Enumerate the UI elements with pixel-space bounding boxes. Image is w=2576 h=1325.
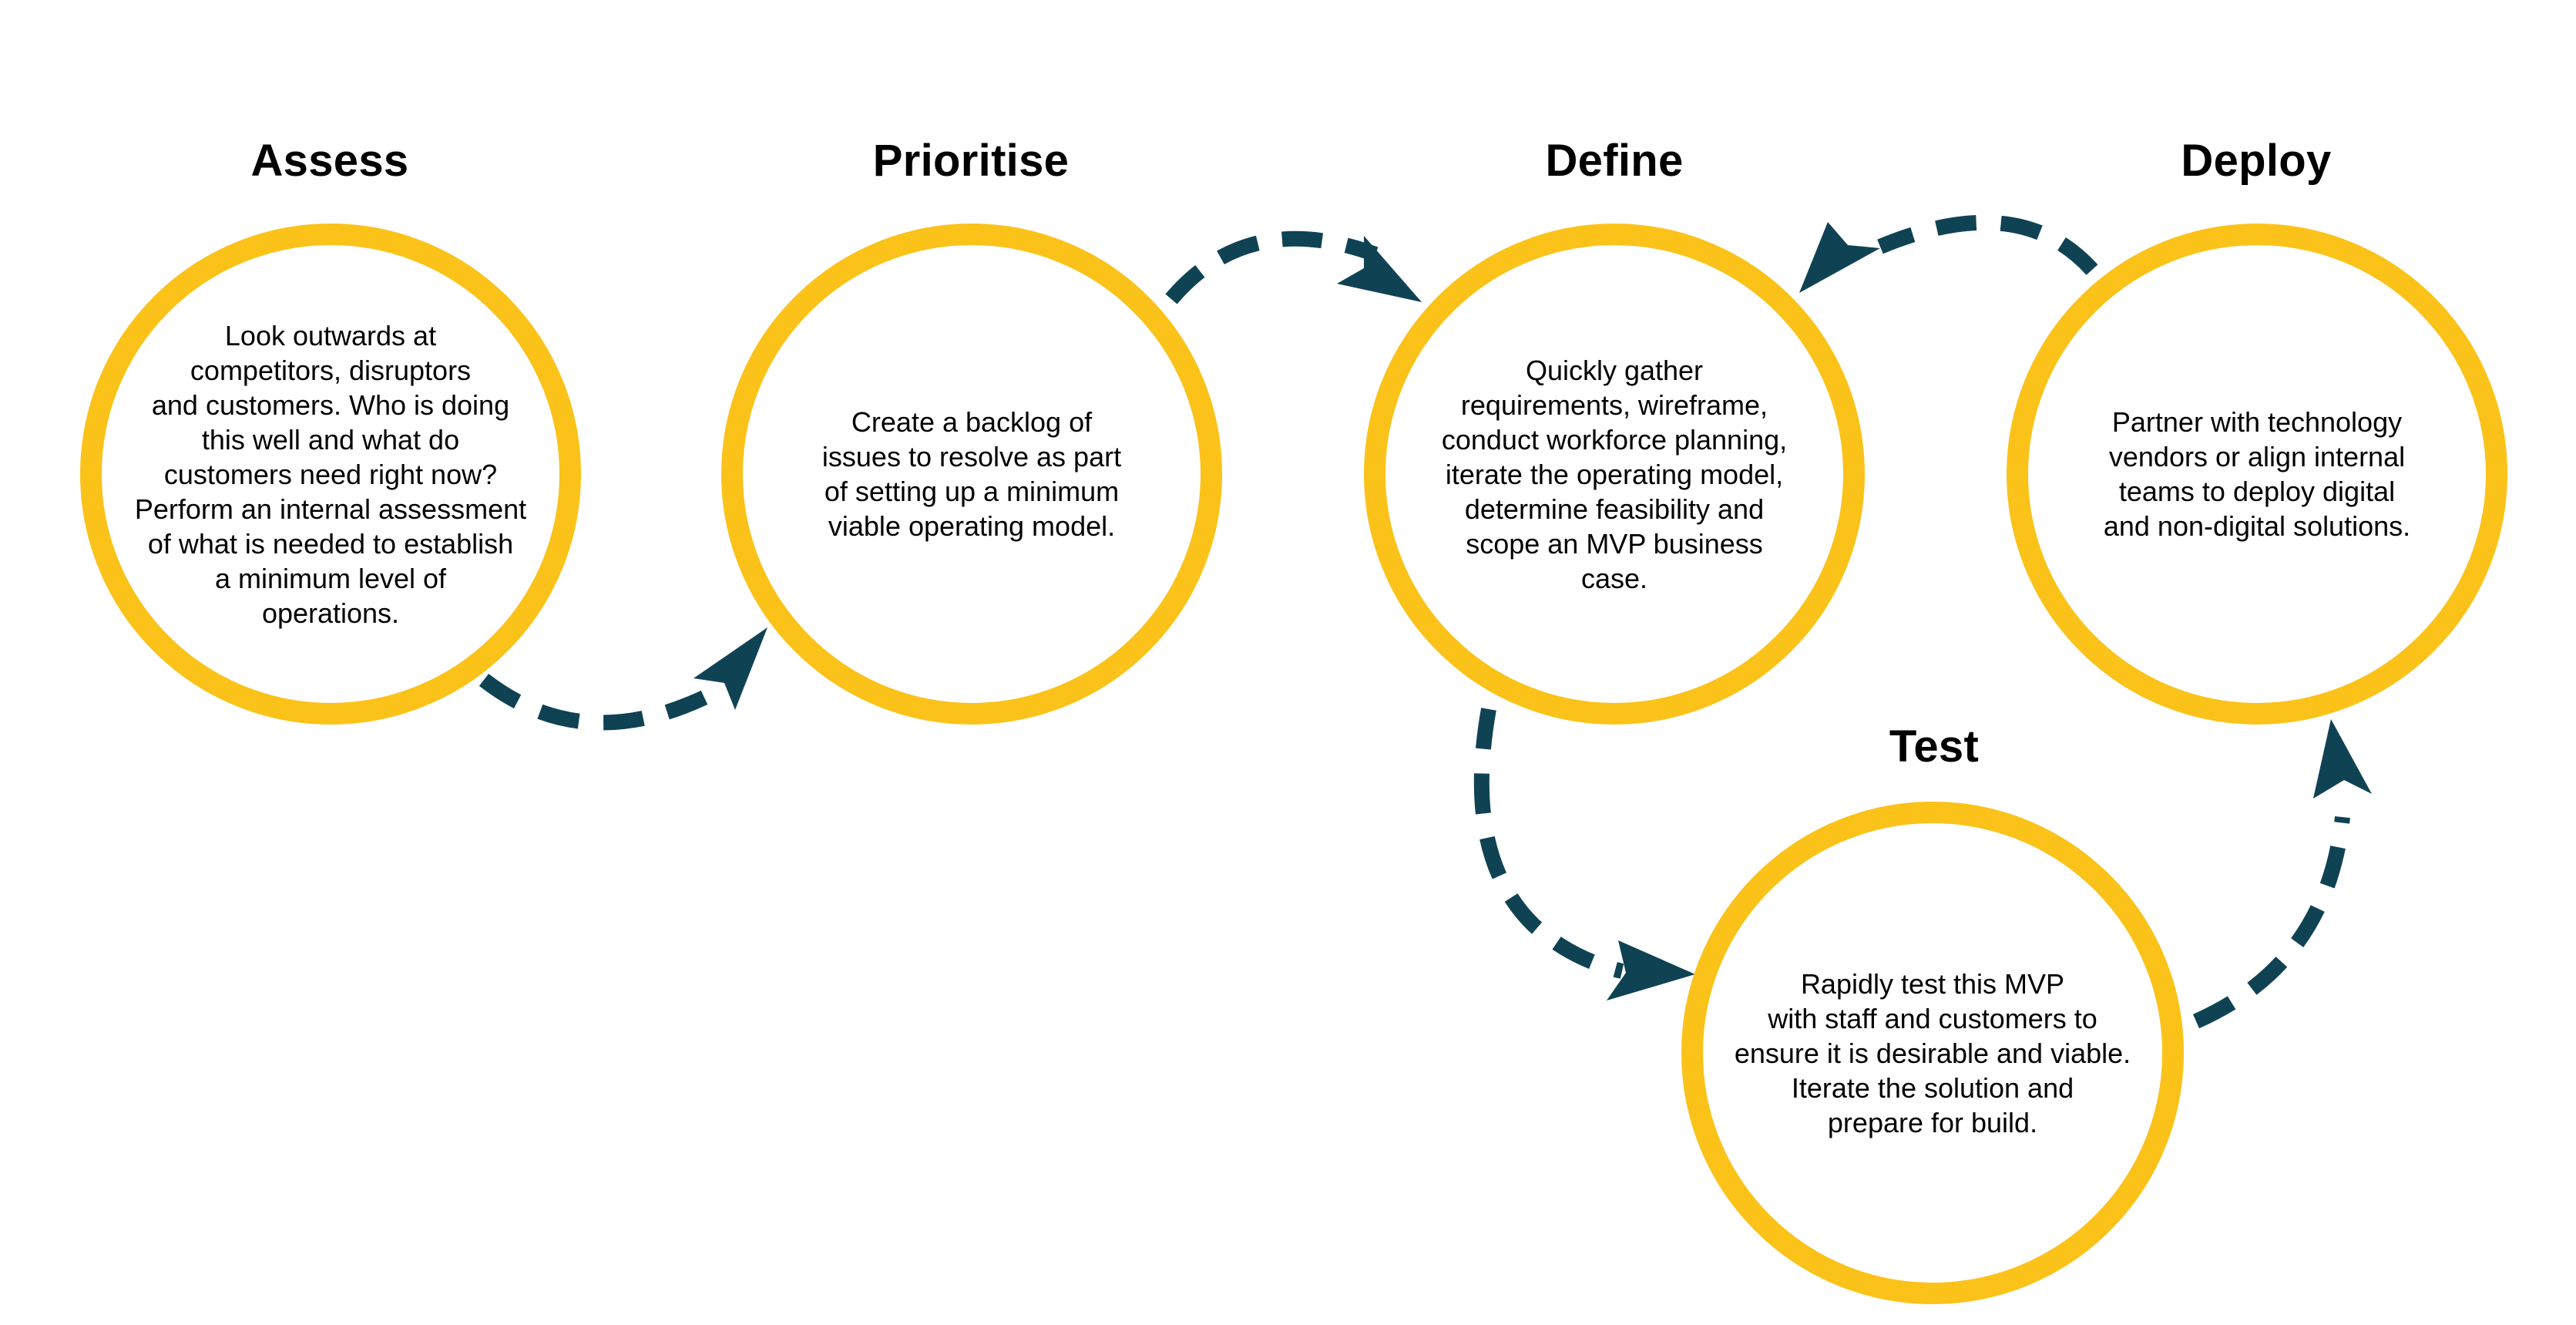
arrowhead-prioritise-to-define xyxy=(1337,236,1422,302)
arrow-define-to-test xyxy=(1473,708,1624,979)
arrowhead-define-to-test xyxy=(1607,940,1695,1000)
arrowhead-assess-to-prioritise xyxy=(694,627,767,710)
stage-title-assess: Assess xyxy=(250,136,409,186)
stage-title-prioritise: Prioritise xyxy=(872,136,1070,186)
stage-text-assess: Look outwards at competitors, disruptors… xyxy=(134,319,527,629)
arrow-test-to-deploy xyxy=(2192,816,2350,1029)
arrowhead-test-to-deploy xyxy=(2313,719,2372,799)
arrowhead-deploy-to-define xyxy=(1799,222,1880,293)
stage-text-deploy: Partner with technology vendors or align… xyxy=(2103,406,2411,542)
stage-title-deploy: Deploy xyxy=(2181,136,2332,186)
arrow-deploy-to-define xyxy=(1877,214,2098,275)
stage-circle-test: Rapidly test this MVP with staff and cus… xyxy=(1681,802,2184,1304)
stage-title-define: Define xyxy=(1545,136,1684,186)
stage-circle-assess: Look outwards at competitors, disruptors… xyxy=(80,224,581,725)
stage-title-test: Test xyxy=(1889,721,1980,772)
stage-circle-define: Quickly gather requirements, wireframe, … xyxy=(1364,224,1865,725)
stage-text-test: Rapidly test this MVP with staff and cus… xyxy=(1734,967,2131,1138)
stage-text-define: Quickly gather requirements, wireframe, … xyxy=(1441,354,1788,594)
stage-circle-deploy: Partner with technology vendors or align… xyxy=(2007,224,2507,725)
stage-text-prioritise: Create a backlog of issues to resolve as… xyxy=(821,406,1122,542)
stage-circle-prioritise: Create a backlog of issues to resolve as… xyxy=(721,224,1222,725)
arrow-prioritise-to-define xyxy=(1165,230,1379,304)
arrow-assess-to-prioritise xyxy=(479,674,720,731)
